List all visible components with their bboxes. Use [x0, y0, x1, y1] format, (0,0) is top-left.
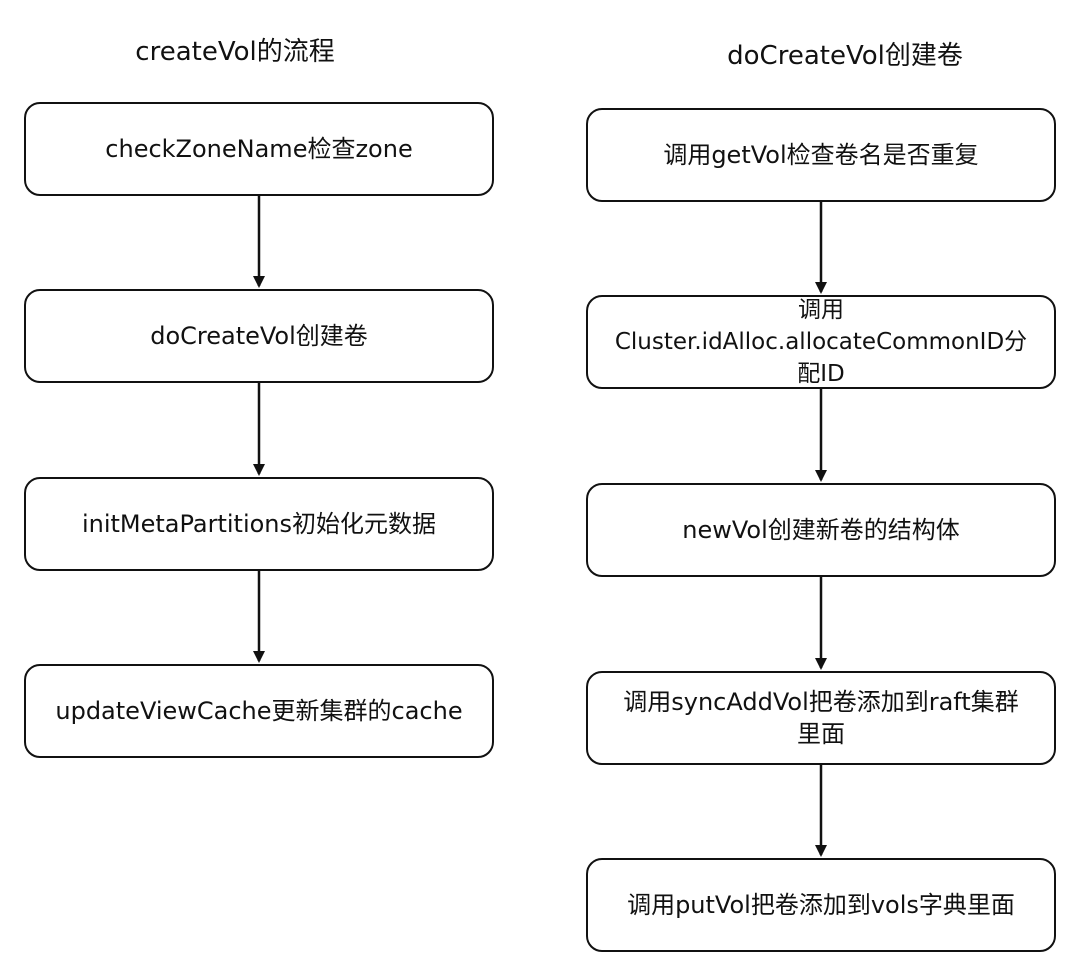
flow-step-label: doCreateVol创建卷: [150, 322, 368, 350]
flow-step-update-view-cache: updateViewCache更新集群的cache: [24, 664, 494, 758]
flow-step-put-vol: 调用putVol把卷添加到vols字典里面: [586, 858, 1056, 952]
flow-step-allocate-common-id: 调用 Cluster.idAlloc.allocateCommonID分 配ID: [586, 295, 1056, 389]
right-flow-title: doCreateVol创建卷: [727, 41, 963, 71]
flow-step-sync-add-vol: 调用syncAddVol把卷添加到raft集群 里面: [586, 671, 1056, 765]
flow-step-check-zone-name: checkZoneName检查zone: [24, 102, 494, 196]
flow-step-label: updateViewCache更新集群的cache: [55, 697, 463, 725]
flow-step-label: 调用 Cluster.idAlloc.allocateCommonID分 配ID: [614, 297, 1028, 387]
flow-step-get-vol-check: 调用getVol检查卷名是否重复: [586, 108, 1056, 202]
flow-step-init-meta-partitions: initMetaPartitions初始化元数据: [24, 477, 494, 571]
left-flow-title: createVol的流程: [135, 37, 335, 67]
flow-step-do-create-vol: doCreateVol创建卷: [24, 289, 494, 383]
flow-step-new-vol: newVol创建新卷的结构体: [586, 483, 1056, 577]
flow-step-label: checkZoneName检查zone: [105, 135, 413, 163]
flow-step-label: 调用getVol检查卷名是否重复: [663, 141, 979, 169]
flow-step-label: newVol创建新卷的结构体: [682, 516, 960, 544]
flow-step-label: initMetaPartitions初始化元数据: [81, 510, 437, 538]
flow-step-label: 调用syncAddVol把卷添加到raft集群 里面: [623, 688, 1019, 748]
flow-step-label: 调用putVol把卷添加到vols字典里面: [627, 891, 1015, 919]
